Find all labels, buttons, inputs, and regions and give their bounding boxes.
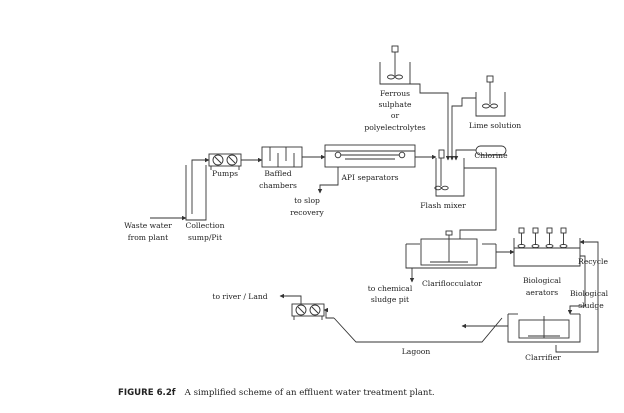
svg-text:sludge: sludge [578, 301, 604, 310]
flash-mixer-label: Flash mixer [420, 201, 466, 210]
lime-solution-label: Lime solution [469, 121, 521, 130]
recycle-label: Recycle [578, 257, 608, 266]
svg-text:recovery: recovery [290, 208, 324, 217]
svg-text:polyelectrolytes: polyelectrolytes [364, 123, 425, 132]
svg-text:Biological: Biological [570, 289, 609, 298]
lime-solution-tank [475, 75, 506, 117]
svg-text:Waste water: Waste water [124, 221, 172, 230]
svg-text:sludge pit: sludge pit [371, 295, 409, 304]
slop-recovery-label: to slop recovery [290, 196, 324, 217]
pumps-label: Pumps [212, 169, 238, 178]
svg-text:chambers: chambers [259, 181, 297, 190]
baffled-chambers [261, 146, 303, 168]
upper-pumps [208, 153, 242, 170]
flash-mixer [434, 149, 465, 197]
chemical-sludge-label: to chemical sludge pit [368, 284, 413, 304]
svg-text:or: or [391, 111, 400, 120]
chlorine-cylinder [475, 145, 507, 156]
biological-sludge-label: Biological sludge [570, 289, 609, 310]
clariflocculator-label: Clariflocculator [422, 279, 482, 288]
lagoon [333, 317, 503, 343]
svg-text:Biological: Biological [523, 276, 562, 285]
svg-text:Baffled: Baffled [264, 169, 291, 178]
river-land-label: to river / Land [212, 292, 267, 301]
caption-text: A simplified scheme of an effluent water… [184, 388, 435, 398]
svg-text:Collection: Collection [186, 221, 225, 230]
recycle-line [555, 239, 599, 353]
clariflocculator [405, 230, 497, 269]
svg-text:sulphate: sulphate [378, 100, 412, 109]
waste-water-label: Waste water from plant [124, 221, 172, 242]
lime-dosing-line [449, 97, 476, 161]
clarifier [507, 313, 581, 343]
slop-recovery-line [317, 167, 339, 194]
collection-sump [185, 165, 207, 221]
svg-text:to slop: to slop [294, 196, 320, 205]
chlorine-dosing-line [453, 149, 476, 161]
svg-text:to chemical: to chemical [368, 284, 413, 293]
baffled-chambers-label: Baffled chambers [259, 169, 297, 190]
ferrous-dosing-line [405, 83, 451, 161]
chlorine-label: Chlorine [474, 151, 508, 160]
aerator-outlet [567, 255, 586, 315]
clarifier-label: Clarrifier [525, 353, 561, 362]
svg-text:aerators: aerators [526, 288, 558, 297]
svg-text:Ferrous: Ferrous [380, 89, 410, 98]
api-separators-label: API separators [340, 173, 398, 182]
lagoon-label: Lagoon [402, 347, 431, 356]
lower-pumps [291, 303, 325, 320]
biological-aerators-label: Biological aerators [523, 276, 562, 297]
svg-text:from plant: from plant [128, 233, 168, 242]
ferrous-sulphate-label: Ferrous sulphate or polyelectrolytes [364, 89, 425, 132]
caption-number: FIGURE 6.2f [118, 388, 176, 398]
flash-mixer-outlet [457, 167, 497, 245]
biological-aerators [513, 227, 581, 267]
svg-text:sump/Pit: sump/Pit [188, 233, 222, 242]
collection-sump-label: Collection sump/Pit [186, 221, 225, 242]
api-separators [324, 144, 416, 168]
ferrous-sulphate-tank [379, 45, 411, 85]
caption: FIGURE 6.2f A simplified scheme of an ef… [118, 380, 435, 399]
